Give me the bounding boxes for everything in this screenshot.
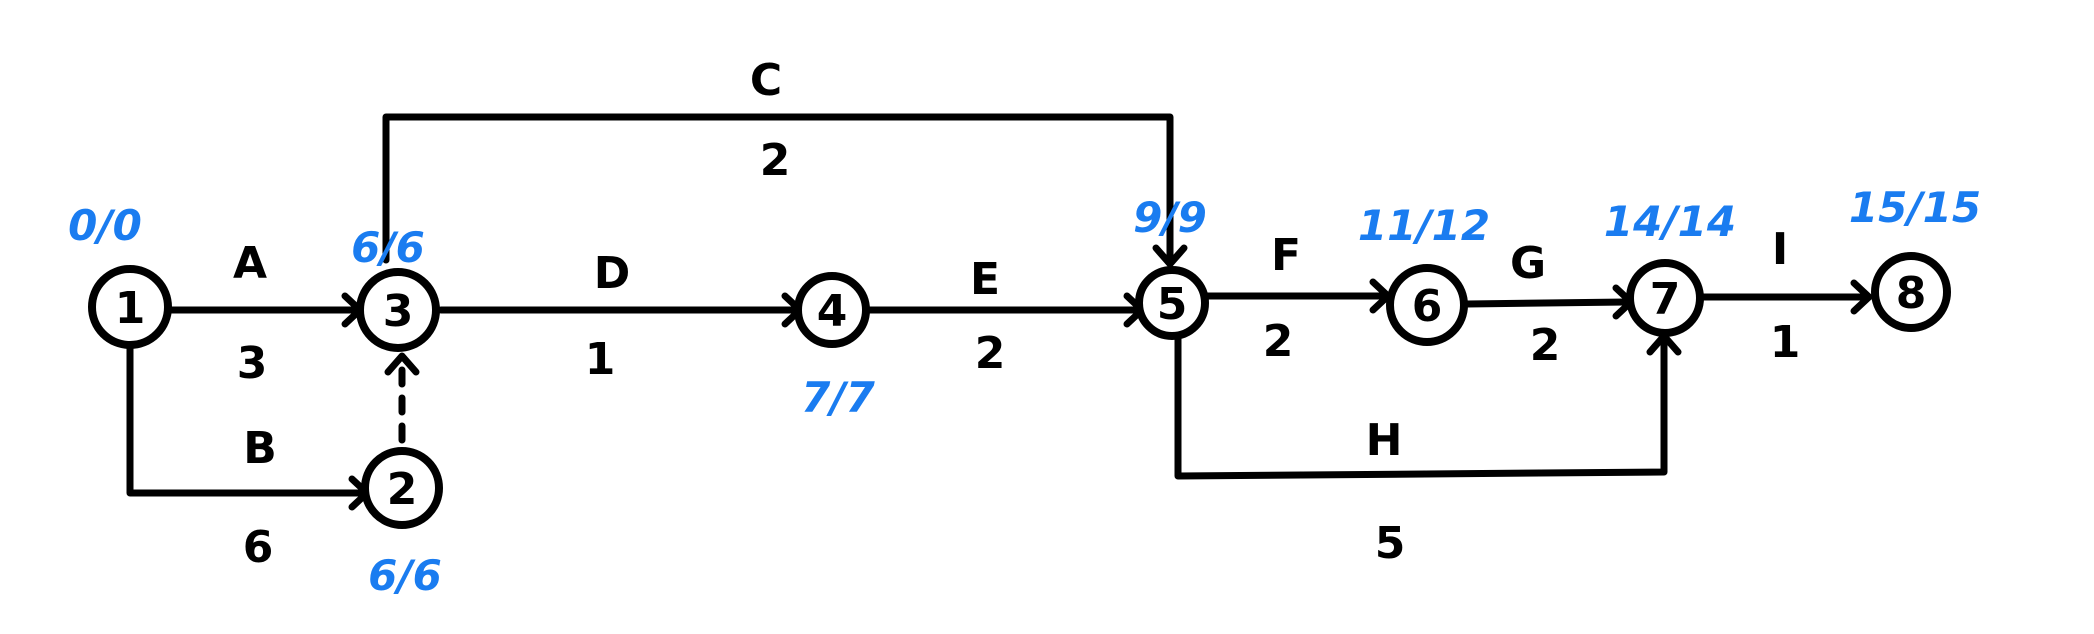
node-1: 1: [88, 265, 172, 349]
node-5-times: 9/9: [1133, 193, 1207, 242]
activity-h-duration: 5: [1375, 518, 1406, 569]
node-8: 8: [1871, 252, 1951, 332]
arrowhead-c: [1152, 244, 1188, 268]
arrowhead-dummy: [384, 352, 420, 376]
activity-d-name: D: [594, 248, 631, 299]
activity-d-duration: 1: [585, 334, 616, 385]
node-4-id: 4: [817, 286, 848, 337]
arrowhead-i: [1850, 279, 1873, 315]
node-4-times: 7/7: [801, 373, 876, 422]
node-3-id: 3: [383, 286, 414, 337]
node-6-id: 6: [1412, 281, 1443, 332]
node-3: 3: [356, 268, 440, 352]
node-4: 4: [794, 272, 870, 348]
node-6: 6: [1386, 264, 1468, 346]
node-8-times: 15/15: [1849, 183, 1981, 232]
node-3-times: 6/6: [351, 223, 425, 272]
node-2: 2: [361, 447, 443, 529]
node-7-id: 7: [1650, 274, 1681, 325]
activity-b-name: B: [243, 423, 277, 474]
node-1-id: 1: [115, 283, 146, 334]
node-2-times: 6/6: [368, 551, 442, 600]
activity-a-name: A: [233, 238, 267, 289]
activity-i-duration: 1: [1770, 317, 1801, 368]
node-5: 5: [1135, 266, 1209, 340]
node-6-times: 11/12: [1358, 201, 1490, 250]
activity-f-duration: 2: [1263, 316, 1294, 367]
edge-g: [1463, 298, 1630, 308]
activity-b-duration: 6: [243, 522, 274, 573]
activity-c-duration: 2: [760, 135, 791, 186]
node-2-id: 2: [387, 464, 418, 515]
activity-f-name: F: [1271, 230, 1301, 281]
node-7: 7: [1626, 259, 1704, 337]
activity-e-duration: 2: [975, 328, 1006, 379]
activity-c-name: C: [750, 55, 782, 106]
activity-h-name: H: [1366, 415, 1403, 466]
node-1-times: 0/0: [68, 201, 142, 250]
activity-a-duration: 3: [237, 338, 268, 389]
edge-h: [1174, 334, 1668, 480]
node-8-id: 8: [1896, 268, 1927, 319]
edge-c: [382, 113, 1174, 266]
activity-g-duration: 2: [1530, 320, 1561, 371]
activity-e-name: E: [970, 254, 1000, 305]
edge-b: [126, 339, 366, 497]
activity-i-name: I: [1772, 224, 1788, 275]
node-7-times: 14/14: [1604, 197, 1736, 246]
node-5-id: 5: [1157, 279, 1188, 330]
activity-g-name: G: [1510, 238, 1546, 289]
